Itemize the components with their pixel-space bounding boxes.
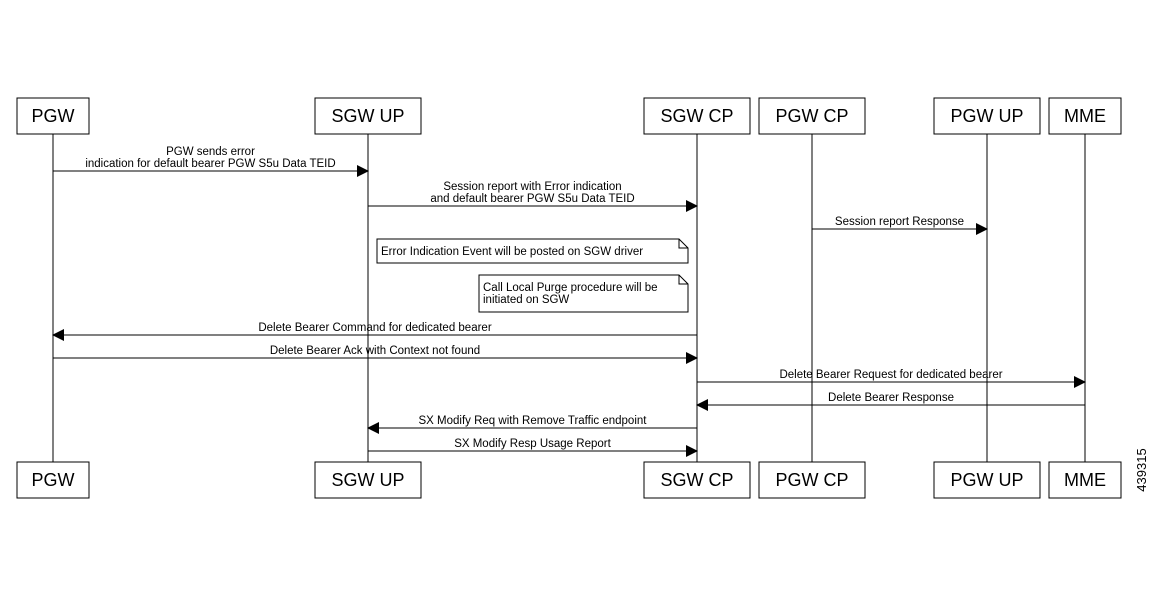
- note-text: initiated on SGW: [483, 294, 569, 306]
- message-label: Session report Response: [835, 216, 964, 228]
- participant-box: [758, 461, 866, 499]
- participant-pgw_up-top: PGW UP: [933, 97, 1041, 135]
- message-label: SX Modify Resp Usage Report: [454, 438, 611, 450]
- participant-label: PGW UP: [950, 470, 1023, 490]
- participant-pgw-bottom: PGW: [16, 461, 90, 499]
- note-2: Call Local Purge procedure will beinitia…: [478, 274, 689, 313]
- message-label: Delete Bearer Response: [828, 392, 954, 404]
- message-8: SX Modify Req with Remove Traffic endpoi…: [367, 415, 697, 434]
- participant-mme-bottom: MME: [1048, 461, 1122, 499]
- note-box: [478, 274, 689, 313]
- participant-pgw_cp-top: PGW CP: [758, 97, 866, 135]
- message-9: SX Modify Resp Usage Report: [368, 438, 698, 457]
- message-6: Delete Bearer Request for dedicated bear…: [697, 369, 1086, 388]
- message-2: Session report with Error indicationand …: [368, 181, 698, 212]
- message-7: Delete Bearer Response: [696, 392, 1085, 411]
- participant-label: MME: [1064, 470, 1106, 490]
- participant-pgw-top: PGW: [16, 97, 90, 135]
- participant-box: [314, 461, 422, 499]
- participant-sgw_cp-top: SGW CP: [643, 97, 751, 135]
- participant-label: SGW CP: [660, 470, 733, 490]
- message-label: SX Modify Req with Remove Traffic endpoi…: [419, 415, 648, 427]
- message-3: Session report Response: [812, 216, 988, 235]
- participant-label: PGW CP: [775, 470, 848, 490]
- message-label: PGW sends error: [166, 146, 255, 158]
- participant-box: [1048, 97, 1122, 135]
- participant-label: PGW UP: [950, 106, 1023, 126]
- message-5: Delete Bearer Ack with Context not found: [53, 345, 698, 364]
- participant-label: SGW UP: [331, 470, 404, 490]
- participant-box: [758, 97, 866, 135]
- participant-box: [1048, 461, 1122, 499]
- message-label: Delete Bearer Command for dedicated bear…: [258, 322, 491, 334]
- participant-label: PGW CP: [775, 106, 848, 126]
- participant-label: SGW CP: [660, 106, 733, 126]
- participant-box: [16, 461, 90, 499]
- participant-box: [643, 97, 751, 135]
- participant-box: [933, 97, 1041, 135]
- participant-box: [933, 461, 1041, 499]
- participant-mme-top: MME: [1048, 97, 1122, 135]
- note-fold: [678, 239, 688, 249]
- participant-box: [314, 97, 422, 135]
- participant-sgw_cp-bottom: SGW CP: [643, 461, 751, 499]
- participant-pgw_cp-bottom: PGW CP: [758, 461, 866, 499]
- note-text: Error Indication Event will be posted on…: [381, 246, 643, 258]
- participant-pgw_up-bottom: PGW UP: [933, 461, 1041, 499]
- message-label: and default bearer PGW S5u Data TEID: [430, 193, 634, 205]
- participant-box: [16, 97, 90, 135]
- note-box: [376, 238, 689, 264]
- note-text: Call Local Purge procedure will be: [483, 282, 658, 294]
- figure-id: 439315: [1134, 448, 1149, 491]
- participant-sgw_up-bottom: SGW UP: [314, 461, 422, 499]
- message-label: indication for default bearer PGW S5u Da…: [85, 158, 335, 170]
- message-label: Delete Bearer Ack with Context not found: [270, 345, 480, 357]
- participant-label: SGW UP: [331, 106, 404, 126]
- participant-label: MME: [1064, 106, 1106, 126]
- participant-label: PGW: [32, 106, 75, 126]
- participant-sgw_up-top: SGW UP: [314, 97, 422, 135]
- message-4: Delete Bearer Command for dedicated bear…: [52, 322, 697, 341]
- note-1: Error Indication Event will be posted on…: [376, 238, 689, 264]
- message-label: Delete Bearer Request for dedicated bear…: [779, 369, 1002, 381]
- note-fold: [678, 275, 688, 285]
- participant-label: PGW: [32, 470, 75, 490]
- message-label: Session report with Error indication: [443, 181, 621, 193]
- participant-box: [643, 461, 751, 499]
